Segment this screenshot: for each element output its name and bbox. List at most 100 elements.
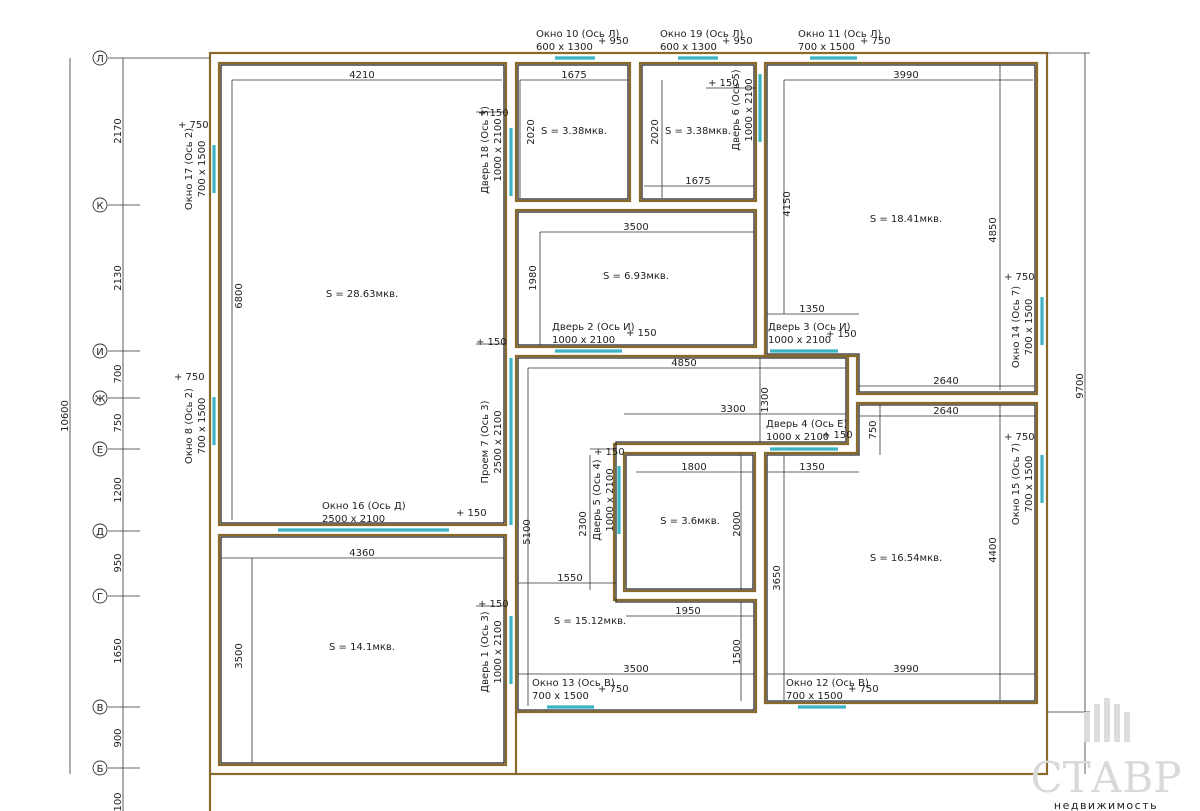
okno-12-name: Окно 12 (Ось В) [786,678,869,689]
okno-13-level: + 750 [598,684,629,695]
room-area-1: S = 28.63мкв. [326,289,398,300]
brand-watermark: СТАВР недвижимость [1030,698,1182,811]
room-6-outline [622,451,757,593]
proem-7-level: + 150 [476,337,507,348]
axis-marker-v: В [92,699,108,715]
dim-9700: 9700 [1075,373,1086,398]
okno-10-size: 600 х 1300 [536,42,593,53]
okno-15-name: Окно 15 (Ось 7) [1011,443,1022,525]
okno-19-name: Окно 19 (Ось Л) [660,29,744,40]
axis-segment-950: 950 [113,553,124,572]
okno-12-size: 700 х 1500 [786,691,843,702]
axis-marker-b: Б [92,760,108,776]
room-area-2: S = 3.38мкв. [541,126,607,137]
dver-1-level: + 150 [478,599,509,610]
opening-labels: Окно 10 (Ось Л) 600 х 1300 + 950 Окно 19… [174,29,1035,702]
axis-segment-1650: 1650 [113,638,124,663]
okno-13-name: Окно 13 (Ось В) [532,678,615,689]
dver-2-level: + 150 [626,328,657,339]
dver-18-name: Дверь 18 (Ось 3) [480,106,491,194]
brand-name: СТАВР [1030,753,1181,802]
dim-3300: 3300 [720,404,745,415]
axis-total-10600: 10600 [60,400,71,432]
dim-3990a: 3990 [893,70,918,81]
dim-1350a: 1350 [799,304,824,315]
axis-marker-l: Л [92,50,108,66]
dim-1950: 1950 [675,606,700,617]
axis-segment-750: 750 [113,413,124,432]
dim-2020a: 2020 [526,119,537,144]
dim-4360: 4360 [349,548,374,559]
dim-2000: 2000 [732,511,743,536]
okno-8-name: Окно 8 (Ось 2) [184,388,195,464]
brand-subtitle: недвижимость [1054,799,1158,811]
okno-11-level: + 750 [860,36,891,47]
axis-column: Л К И Ж Е Д Г В Б 2170 2130 700 750 1200… [60,50,210,811]
okno-19-level: + 950 [722,36,753,47]
room-7-inner [766,404,1036,702]
dver-5-level: + 150 [594,447,625,458]
axis-segment-2130: 2130 [113,265,124,290]
dver-1-name: Дверь 1 (Ось 3) [480,611,491,693]
dim-4850h: 4850 [671,358,696,369]
okno-11-name: Окно 11 (Ось Л) [798,29,882,40]
okno-12-level: + 750 [848,684,879,695]
room-area-5: S = 6.93мкв. [603,271,669,282]
okno-8-size: 700 х 1500 [197,398,208,455]
outer-walls [208,51,1049,811]
dver-18-level: + 150 [478,108,509,119]
dver-3-level: + 150 [826,329,857,340]
proem-7-name: Проем 7 (Ось 3) [480,400,491,483]
axis-segment-1200: 1200 [113,477,124,502]
okno-16-level: + 150 [456,508,487,519]
room-area-7: S = 16.54мкв. [870,553,942,564]
dim-3650: 3650 [772,565,783,590]
okno-8-level: + 750 [174,372,205,383]
okno-15-size: 700 х 1500 [1024,456,1035,513]
dim-1550: 1550 [557,573,582,584]
dver-2-name: Дверь 2 (Ось И) [552,322,635,333]
dim-1800: 1800 [681,462,706,473]
okno-10-level: + 950 [598,36,629,47]
room-areas: S = 28.63мкв. S = 3.38мкв. S = 3.38мкв. … [326,126,942,653]
room-9-outline [514,354,850,714]
dim-3990b: 3990 [893,664,918,675]
axis-label-e: Е [97,445,103,456]
dver-3-name: Дверь 3 (Ось И) [768,322,851,333]
dim-3500a: 3500 [623,222,648,233]
dim-1675b: 1675 [685,176,710,187]
room-7-outline [763,401,1039,705]
axis-label-l: Л [96,54,104,65]
dimension-texts: 4210 1675 1675 3990 3990 2020 2020 3500 … [234,70,1086,675]
dver-6-level: + 150 [708,78,739,89]
dver-6-name: Дверь 6 (Ось 5) [731,69,742,151]
room-6-inner [625,454,754,590]
okno-14-level: + 750 [1004,272,1035,283]
axis-segment-700: 700 [113,364,124,383]
dver-4-level: + 150 [822,430,853,441]
dim-1500: 1500 [732,639,743,664]
axis-label-i: И [96,347,103,358]
room-9-inner [517,357,847,711]
okno-14-size: 700 х 1500 [1024,299,1035,356]
dver-4-name: Дверь 4 (Ось Е) [766,419,847,430]
room-area-4: S = 18.41мкв. [870,214,942,225]
axis-label-zh: Ж [95,394,106,405]
okno-15-level: + 750 [1004,432,1035,443]
dver-6-size: 1000 х 2100 [744,78,755,141]
proem-7-size: 2500 х 2100 [493,410,504,473]
room-3-inner [641,64,755,200]
okno-17-size: 700 х 1500 [197,141,208,198]
room-1-outline [217,61,508,527]
okno-10-name: Окно 10 (Ось Л) [536,29,620,40]
axis-label-b: Б [97,764,104,775]
openings [212,56,1044,709]
okno-13-size: 700 х 1500 [532,691,589,702]
okno-16-size: 2500 х 2100 [322,514,385,525]
room-5-outline [514,208,758,349]
dim-4150: 4150 [782,191,793,216]
axis-segment-900: 900 [113,728,124,747]
axis-marker-zh: Ж [92,390,108,406]
dver-18-size: 1000 х 2100 [493,118,504,181]
